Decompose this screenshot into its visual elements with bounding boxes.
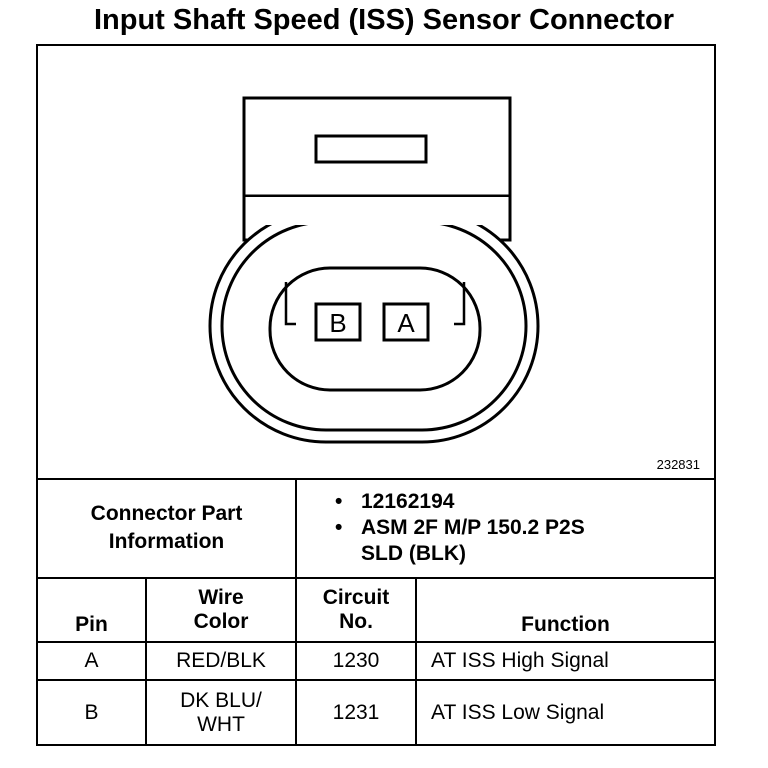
latch-slot	[314, 134, 428, 164]
connector-cavity	[268, 266, 482, 392]
part-info-row: Connector Part Information 12162194 ASM …	[38, 478, 714, 579]
part-info-label: Connector Part Information	[38, 478, 297, 579]
row-wire-color: DK BLU/WHT	[145, 679, 297, 744]
pin-a-box	[382, 302, 430, 342]
connector-frame: B A 232831 Connector Part Information 12…	[36, 44, 716, 746]
header-pin: Pin	[38, 577, 147, 643]
connector-illustration: B A	[208, 96, 540, 444]
pin-a-label: A	[397, 308, 415, 338]
row-circuit: 1231	[295, 679, 417, 744]
page-title: Input Shaft Speed (ISS) Sensor Connector	[93, 4, 675, 36]
figure-number: 232831	[656, 457, 700, 472]
table-row: B DK BLU/WHT 1231 AT ISS Low Signal	[38, 679, 714, 744]
row-pin: B	[38, 679, 147, 744]
row-wire-color: RED/BLK	[145, 641, 297, 681]
pin-b-label: B	[329, 308, 346, 338]
part-number: 12162194	[335, 489, 714, 515]
row-circuit: 1230	[295, 641, 417, 681]
header-function: Function	[415, 577, 714, 643]
table-row: A RED/BLK 1230 AT ISS High Signal	[38, 641, 714, 681]
row-function: AT ISS Low Signal	[415, 679, 714, 744]
connector-diagram: B A 232831	[38, 46, 714, 480]
row-function: AT ISS High Signal	[415, 641, 714, 681]
row-pin: A	[38, 641, 147, 681]
connector-info-table: Connector Part Information 12162194 ASM …	[38, 478, 714, 744]
pin-b-box	[314, 302, 362, 342]
